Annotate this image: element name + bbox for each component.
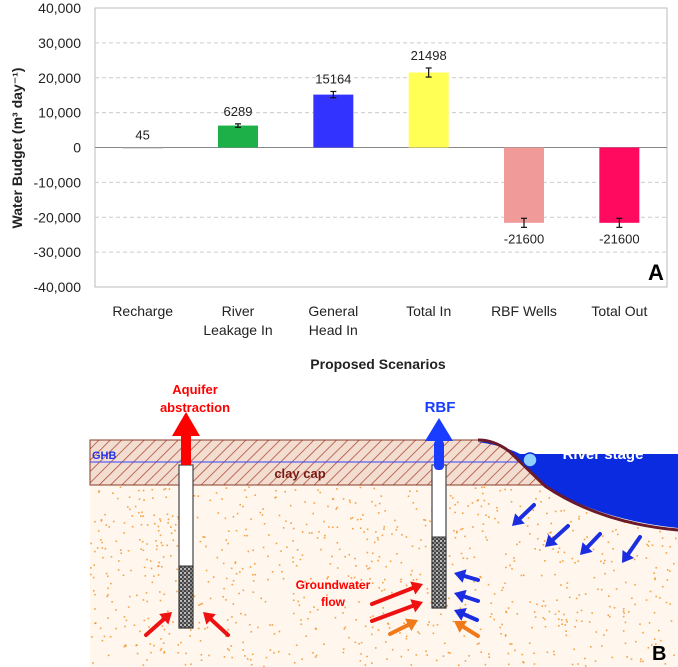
flow-arrow (144, 617, 166, 637)
flow-arrows (144, 503, 642, 638)
y-tick-label: -40,000 (34, 279, 82, 295)
x-tick-label: Recharge (112, 303, 173, 319)
flow-arrow-head (410, 581, 423, 595)
value-labels: 45 6289 15164 21498 -21600 -21600 (135, 48, 639, 246)
flow-arrow (388, 622, 411, 636)
y-tick-labels: 40,000 30,000 20,000 10,000 0 -10,000 -20,000 -… (34, 0, 82, 295)
bar (313, 94, 354, 148)
infiltration-arrow (517, 503, 536, 521)
x-tick-label: River (222, 303, 255, 319)
x-tick-label: Head In (309, 322, 358, 338)
river-stage-marker (522, 452, 538, 468)
value-label: 45 (135, 127, 149, 142)
infiltration-arrow-head (622, 549, 635, 563)
flow-arrow (462, 612, 479, 622)
y-tick-label: 0 (73, 140, 81, 156)
riverbed-line (477, 438, 678, 532)
panel-label-b: B (652, 643, 666, 665)
flow-arrow-head (410, 599, 423, 613)
y-tick-label: -10,000 (34, 174, 82, 190)
value-label: -21600 (504, 231, 544, 246)
flow-arrow (209, 617, 230, 637)
abstraction-arrow-head (172, 412, 200, 436)
groundwater-flow-label-1: Groundwater (296, 578, 371, 592)
sand-aquifer (90, 485, 678, 667)
x-tick-label: Total In (406, 303, 451, 319)
abstraction-arrow-shaft (181, 435, 191, 465)
error-bars (235, 67, 623, 228)
rbf-label: RBF (425, 399, 456, 416)
y-tick-label: 30,000 (38, 35, 81, 51)
bar (504, 147, 544, 223)
rbf-arrow-shaft (434, 440, 444, 470)
y-tick-label: 40,000 (38, 0, 81, 16)
y-tick-label: -30,000 (34, 244, 82, 260)
flow-arrow (462, 594, 480, 603)
x-tick-label: General (308, 303, 358, 319)
flow-arrow-head (159, 612, 172, 625)
aquifer-abstraction-label-2: abstraction (160, 400, 230, 415)
bar (122, 147, 163, 149)
flow-arrow (462, 574, 480, 582)
ghb-label: GHB (92, 450, 117, 462)
value-label: 21498 (411, 48, 447, 63)
infiltration-arrow-head (545, 534, 558, 547)
bars (122, 72, 640, 223)
x-tick-label: Total Out (591, 303, 647, 319)
flow-arrow-head (454, 589, 467, 604)
bar (218, 125, 258, 148)
flow-arrow-head (203, 612, 216, 625)
flow-arrow-head (454, 620, 468, 633)
rbf-well-screen (431, 536, 447, 609)
groundwater-flow-label-2: flow (321, 595, 346, 609)
y-tick-label: -20,000 (34, 209, 82, 225)
aquifer-abstraction-label-1: Aquifer (172, 382, 218, 397)
water-budget-chart: 40,000 30,000 20,000 10,000 0 -10,000 -20,000 -… (9, 0, 668, 372)
abstraction-well-screen (178, 565, 194, 629)
flow-arrow (370, 603, 415, 623)
bar (599, 147, 640, 223)
value-label: 15164 (315, 71, 351, 86)
flow-arrow-head (454, 569, 467, 583)
infiltration-arrow-head (512, 513, 525, 526)
infiltration-arrow (626, 535, 642, 556)
rbf-schematic-diagram: Aquifer abstraction RBF GHB clay cap Riv… (89, 382, 678, 667)
grid-lines (95, 42, 667, 253)
y-axis-label: Water Budget (m³ day⁻¹) (9, 68, 25, 229)
infiltration-arrow (585, 532, 602, 550)
flow-arrow (370, 586, 415, 606)
flow-arrow-head (405, 618, 418, 632)
clay-cap-label: clay cap (274, 466, 325, 481)
x-axis-label: Proposed Scenarios (310, 356, 446, 372)
flow-arrow (461, 624, 480, 638)
river-stage-label: River stage (563, 446, 644, 463)
x-tick-label: Leakage In (203, 322, 272, 338)
y-tick-label: 10,000 (38, 105, 81, 121)
bar (408, 72, 449, 148)
flow-arrow-head (454, 607, 467, 621)
infiltration-arrow-head (580, 542, 593, 555)
infiltration-arrow (551, 524, 570, 542)
panel-label-a: A (648, 260, 664, 285)
y-tick-label: 20,000 (38, 70, 81, 86)
value-label: 6289 (224, 104, 253, 119)
value-label: -21600 (599, 231, 639, 246)
rbf-arrow-head (425, 418, 453, 441)
x-tick-label: RBF Wells (491, 303, 557, 319)
